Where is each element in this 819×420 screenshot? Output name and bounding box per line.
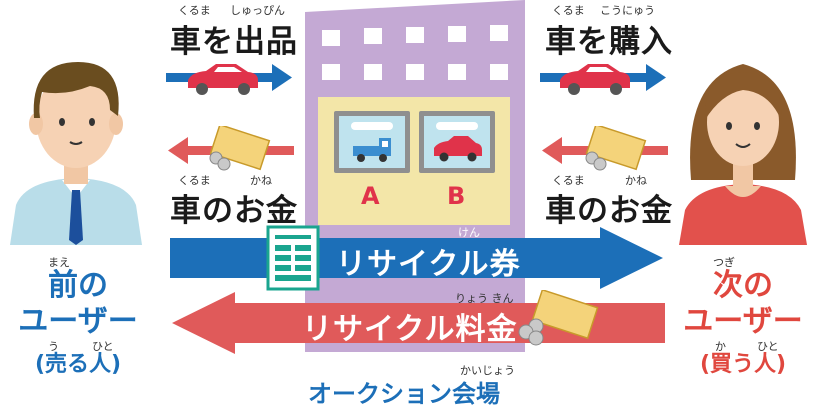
auction-hall-label: オークション会場 bbox=[308, 380, 500, 408]
money-icon bbox=[518, 290, 599, 346]
red-car-icon bbox=[188, 64, 258, 95]
right-money-arrow bbox=[542, 126, 668, 171]
buyer-line3-ruby-right: ひと bbox=[757, 340, 779, 353]
buyer-avatar bbox=[679, 64, 807, 245]
truck-icon bbox=[353, 138, 391, 162]
right-bottom-ruby-left: くるま bbox=[552, 174, 585, 187]
seller-line1-ruby: まえ bbox=[48, 256, 70, 269]
consign-arrow bbox=[166, 64, 292, 95]
fee-ruby: りょう きん bbox=[455, 292, 514, 305]
lot-b-label: B bbox=[447, 182, 466, 210]
recycle-ticket-label: リサイクル券 bbox=[336, 247, 521, 282]
left-bottom-ruby-left: くるま bbox=[178, 174, 211, 187]
recycle-fee-label: リサイクル料金 bbox=[302, 312, 518, 347]
lot-a-display bbox=[334, 111, 410, 173]
right-top-ruby-left: くるま bbox=[552, 4, 585, 17]
seller-line1: 前の bbox=[48, 268, 108, 303]
left-top-ruby-left: くるま bbox=[178, 4, 211, 17]
left-bottom-ruby-right: かね bbox=[250, 174, 272, 187]
right-car-money-label: 車のお金 bbox=[545, 193, 673, 229]
seller-line3: (売る人) bbox=[34, 352, 122, 377]
buyer-line1: 次の bbox=[713, 268, 773, 303]
car-icon bbox=[434, 136, 482, 162]
buyer-label: つぎ 次の ユーザー か ひと (買う人) bbox=[683, 254, 803, 378]
consign-car-label: 車を出品 bbox=[170, 24, 298, 60]
left-money-arrow bbox=[168, 126, 294, 171]
document-icon bbox=[266, 225, 320, 291]
right-bottom-ruby-right: かね bbox=[625, 174, 647, 187]
buyer-line3-ruby-left: か bbox=[715, 340, 726, 353]
left-top-ruby-right: しゅっぴん bbox=[230, 4, 285, 17]
buyer-line1-ruby: つぎ bbox=[713, 256, 735, 269]
red-car-icon bbox=[560, 64, 630, 95]
seller-line3-ruby-left: う bbox=[48, 340, 59, 353]
purchase-car-label: 車を購入 bbox=[545, 24, 673, 60]
left-car-money-label: 車のお金 bbox=[170, 193, 298, 229]
money-icon bbox=[209, 126, 271, 171]
lot-b-display bbox=[419, 111, 495, 173]
lot-a-label: A bbox=[361, 182, 380, 210]
money-icon bbox=[585, 126, 647, 171]
seller-label: まえ 前の ユーザー う ひと (売る人) bbox=[18, 254, 138, 378]
seller-avatar bbox=[10, 62, 142, 245]
seller-line2: ユーザー bbox=[18, 304, 138, 339]
hall-ruby: かいじょう bbox=[460, 364, 515, 377]
buyer-line2: ユーザー bbox=[683, 304, 803, 339]
buyer-line3: (買う人) bbox=[699, 352, 787, 377]
purchase-arrow bbox=[540, 64, 666, 95]
right-top-ruby-right: こうにゅう bbox=[600, 4, 655, 17]
ticket-ruby: けん bbox=[458, 226, 480, 239]
seller-line3-ruby-right: ひと bbox=[92, 340, 114, 353]
